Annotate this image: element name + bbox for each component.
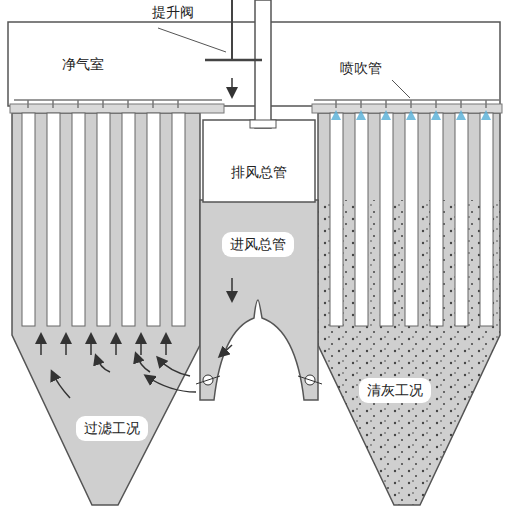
node-text: 过滤工况 <box>84 420 140 437</box>
filtering-mode-label: 过滤工况 <box>76 416 148 441</box>
inlet-manifold-label: 进风总管 <box>222 232 294 257</box>
clean-gas-chamber-label: 净气室 <box>62 56 104 73</box>
node-text: 进风总管 <box>230 236 286 253</box>
exhaust-manifold-box: 排风总管 <box>209 159 309 185</box>
blowpipe-label: 喷吹管 <box>340 60 382 77</box>
node-text: 清灰工况 <box>367 382 423 399</box>
poppet-valve-label: 提升阀 <box>152 4 194 21</box>
cleaning-mode-label: 清灰工况 <box>359 378 431 403</box>
node-text: 排风总管 <box>231 164 287 181</box>
